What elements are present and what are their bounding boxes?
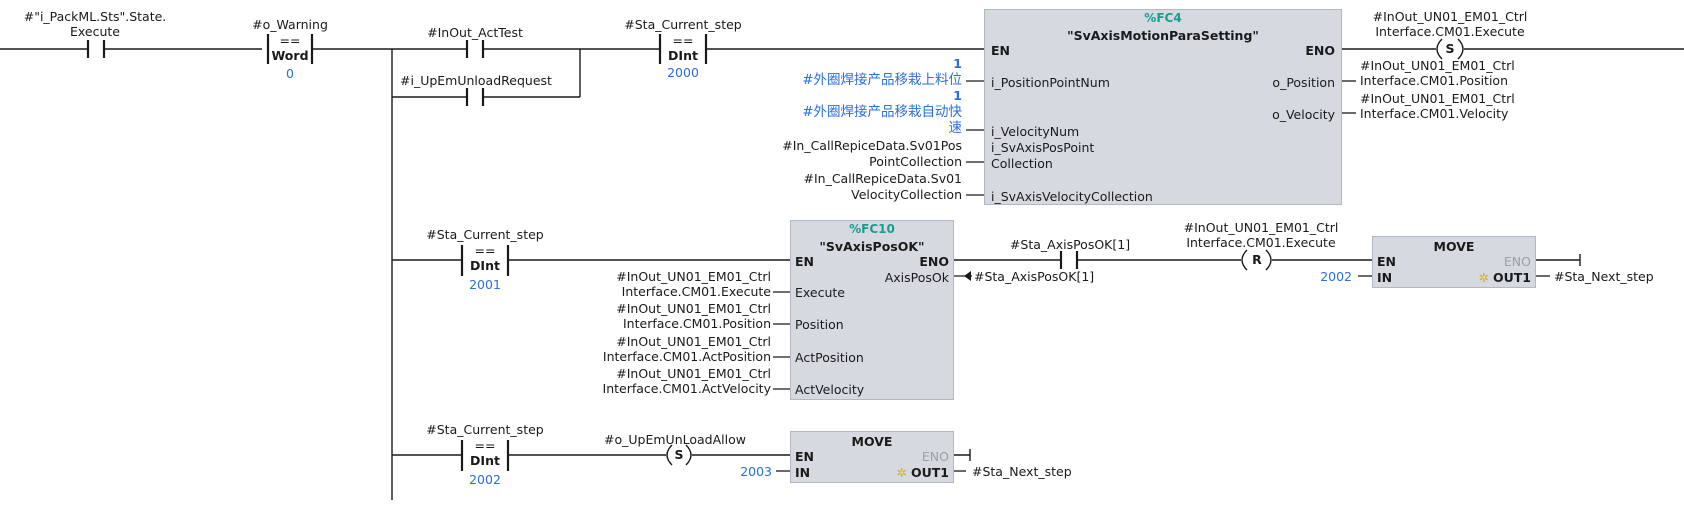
block-title: MOVE <box>851 434 893 449</box>
comparator-op: == <box>474 438 496 453</box>
coil-operand-line2: Interface.CM01.Execute <box>1375 24 1525 39</box>
fc4-in2-var-line1[interactable]: #外圈焊接产品移栽自动快 <box>802 104 962 120</box>
move2-out-var[interactable]: #Sta_Next_step <box>972 464 1072 479</box>
pin-act-velocity: ActVelocity <box>795 382 865 397</box>
fc10-in1-line2[interactable]: Interface.CM01.Execute <box>621 284 771 299</box>
move1-out-var[interactable]: #Sta_Next_step <box>1554 269 1654 284</box>
fc10-in3-line2[interactable]: Interface.CM01.ActPosition <box>602 349 771 364</box>
fc4-block[interactable]: %FC4 "SvAxisMotionParaSetting" EN ENO i_… <box>984 9 1342 205</box>
fc10-in4-line2[interactable]: Interface.CM01.ActVelocity <box>602 381 771 396</box>
comparator-value: 2000 <box>667 65 699 80</box>
comparator-value: 0 <box>286 66 294 81</box>
out-star-icon: ✲ <box>1478 270 1489 285</box>
pin-en: EN <box>1377 254 1397 269</box>
pin-velocity-collection: i_SvAxisVelocityCollection <box>991 189 1153 204</box>
block-title: MOVE <box>1433 239 1475 254</box>
pin-pos-point-line2: Collection <box>991 156 1053 171</box>
contact-operand-line2: Execute <box>70 24 120 39</box>
fc4-in1-value: 1 <box>953 56 962 71</box>
pin-out1-label: OUT1 <box>910 465 949 480</box>
move-block-2[interactable]: MOVE EN ENO IN ✲ OUT1 <box>790 431 954 483</box>
fc4-out2-line1[interactable]: #InOut_UN01_EM01_Ctrl <box>1360 91 1515 106</box>
contact-unload-request[interactable]: #i_UpEmUnloadRequest <box>400 73 552 88</box>
fc10-out-var[interactable]: #Sta_AxisPosOK[1] <box>974 269 1095 284</box>
pin-eno: ENO <box>919 254 949 269</box>
fc10-in4-line1[interactable]: #InOut_UN01_EM01_Ctrl <box>616 366 771 381</box>
coil-symbol: R <box>1252 252 1262 267</box>
pin-in: IN <box>795 465 811 480</box>
move-block-1[interactable]: MOVE EN ENO IN ✲ OUT1 <box>1372 236 1536 288</box>
coil-operand: #o_UpEmUnLoadAllow <box>604 432 746 447</box>
pin-eno: ENO <box>1503 254 1531 269</box>
move2-in-value[interactable]: 2003 <box>740 464 772 479</box>
pin-axis-pos-ok: AxisPosOk <box>884 270 949 285</box>
comparator-value: 2001 <box>469 277 501 292</box>
pin-out1: ✲ OUT1 <box>897 465 949 480</box>
comparator-operand: #Sta_Current_step <box>426 422 544 437</box>
coil-operand-line2: Interface.CM01.Execute <box>1186 235 1336 250</box>
fc4-in2-var-line2[interactable]: 速 <box>948 120 963 136</box>
fc4-in2-value: 1 <box>953 88 962 103</box>
fc10-in3-line1[interactable]: #InOut_UN01_EM01_Ctrl <box>616 334 771 349</box>
comparator-op: == <box>672 33 694 48</box>
contact-operand-line1: #"i_PackML.Sts".State. <box>23 9 167 24</box>
pin-eno: ENO <box>1305 43 1335 58</box>
fc10-in2-line2[interactable]: Interface.CM01.Position <box>623 316 771 331</box>
comparator-op: == <box>279 33 301 48</box>
pin-act-position: ActPosition <box>795 350 864 365</box>
comparator-type: DInt <box>668 48 698 63</box>
fc4-in3-var-line1[interactable]: #In_CallRepiceData.Sv01Pos <box>782 138 962 153</box>
pin-out1: ✲ OUT1 <box>1479 270 1531 285</box>
comparator-operand: #Sta_Current_step <box>624 17 742 32</box>
fc4-out1-line2[interactable]: Interface.CM01.Position <box>1360 73 1508 88</box>
comparator-type: DInt <box>470 258 500 273</box>
fc4-out1-line1[interactable]: #InOut_UN01_EM01_Ctrl <box>1360 58 1515 73</box>
pin-velocity-num: i_VelocityNum <box>991 124 1080 139</box>
fc10-in1-line1[interactable]: #InOut_UN01_EM01_Ctrl <box>616 269 771 284</box>
fc10-block[interactable]: %FC10 "SvAxisPosOK" EN ENO AxisPosOk Exe… <box>790 220 954 400</box>
pin-pos-point-line1: i_SvAxisPosPoint <box>991 140 1095 155</box>
fc4-in4-var-line2[interactable]: VelocityCollection <box>851 187 962 202</box>
fc10-in2-line1[interactable]: #InOut_UN01_EM01_Ctrl <box>616 301 771 316</box>
fc4-out2-line2[interactable]: Interface.CM01.Velocity <box>1360 106 1509 121</box>
comparator-operand: #o_Warning <box>252 17 328 32</box>
block-number: %FC4 <box>1144 11 1182 25</box>
comparator-op: == <box>474 243 496 258</box>
comparator-type: DInt <box>470 453 500 468</box>
pin-en: EN <box>991 43 1011 58</box>
pin-position-point-num: i_PositionPointNum <box>991 75 1110 90</box>
out-star-icon: ✲ <box>896 465 907 480</box>
pin-o-velocity: o_Velocity <box>1272 107 1335 122</box>
pin-out1-label: OUT1 <box>1492 270 1531 285</box>
coil-symbol: S <box>1445 41 1455 56</box>
fc4-in4-var-line1[interactable]: #In_CallRepiceData.Sv01 <box>803 171 962 186</box>
coil-operand-line1: #InOut_UN01_EM01_Ctrl <box>1183 220 1339 235</box>
block-title: "SvAxisPosOK" <box>819 239 925 254</box>
comparator-operand: #Sta_Current_step <box>426 227 544 242</box>
coil-operand-line1: #InOut_UN01_EM01_Ctrl <box>1372 9 1528 24</box>
contact-axis-pos-ok[interactable]: #Sta_AxisPosOK[1] <box>1009 237 1131 252</box>
comparator-value: 2002 <box>469 472 501 487</box>
block-number: %FC10 <box>849 222 895 236</box>
fc4-in1-var[interactable]: #外圈焊接产品移栽上料位 <box>802 72 962 88</box>
fc4-in3-var-line2[interactable]: PointCollection <box>869 154 962 169</box>
pin-in: IN <box>1377 270 1393 285</box>
contact-acttest[interactable]: #InOut_ActTest <box>427 25 523 40</box>
pin-en: EN <box>795 449 815 464</box>
pin-execute: Execute <box>795 285 845 300</box>
coil-symbol: S <box>674 447 684 462</box>
move1-in-value[interactable]: 2002 <box>1320 269 1352 284</box>
pin-position: Position <box>795 317 844 332</box>
comparator-type: Word <box>271 48 309 63</box>
pin-o-position: o_Position <box>1272 75 1335 90</box>
block-title: "SvAxisMotionParaSetting" <box>1067 28 1259 43</box>
pin-en: EN <box>795 254 815 269</box>
pin-eno: ENO <box>921 449 949 464</box>
